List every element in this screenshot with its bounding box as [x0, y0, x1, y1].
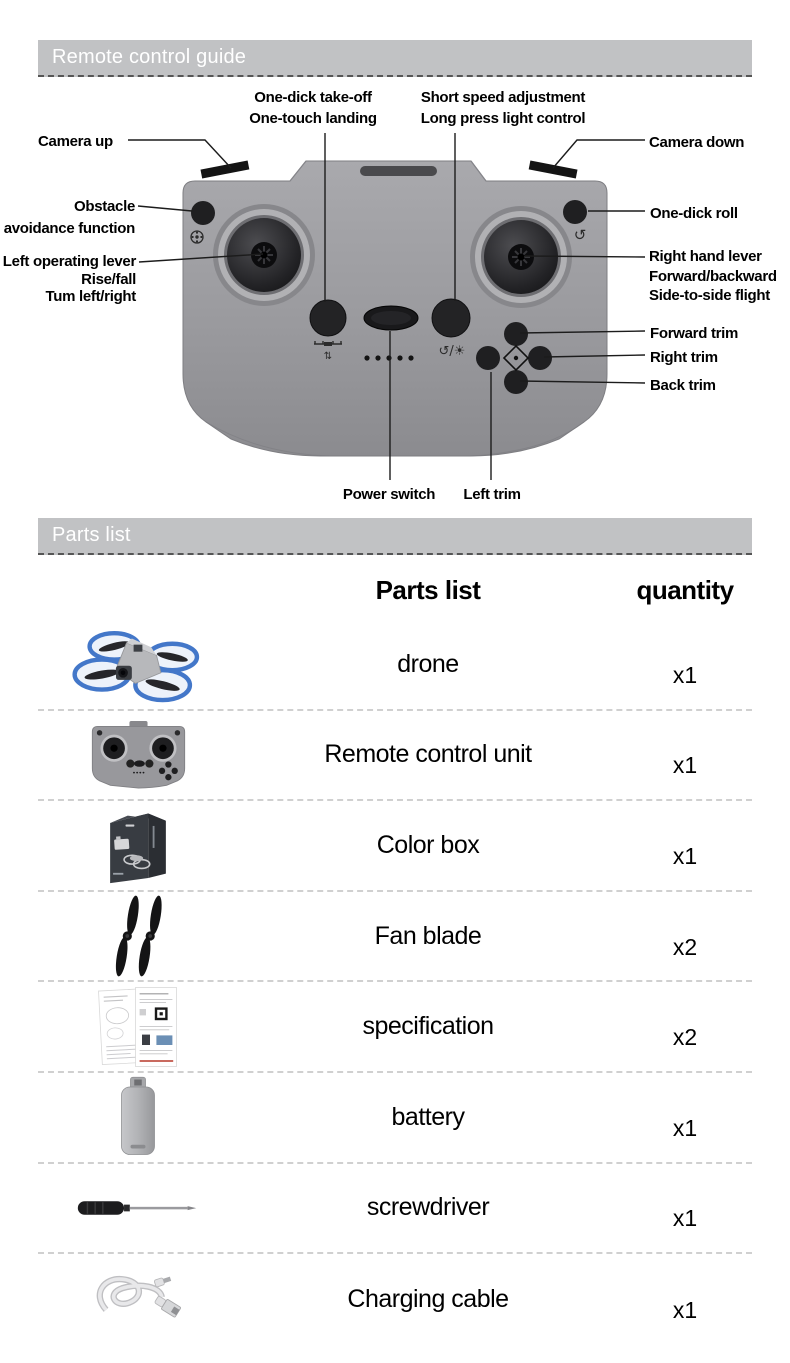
right-trim-button — [528, 346, 552, 370]
obstacle-avoidance-button — [191, 201, 215, 225]
table-row-screwdriver: screwdriver x1 — [38, 1164, 752, 1255]
label-one-click-roll: One-dick roll — [650, 205, 738, 222]
roll-icon: ↺ — [574, 226, 587, 244]
camera-up-lever — [200, 160, 250, 179]
forward-trim-button — [504, 322, 528, 346]
guide-section-bar: Remote control guide — [38, 40, 752, 77]
part-qty: x2 — [672, 1024, 698, 1051]
takeoff-landing-button — [309, 299, 347, 337]
remote-thumbnail — [91, 720, 185, 789]
guide-section-title: Remote control guide — [52, 46, 247, 68]
part-qty: x1 — [672, 842, 698, 869]
table-row-charging-cable: Charging cable x1 — [38, 1254, 752, 1345]
header-parts-list: Parts list — [375, 574, 481, 605]
speed-light-button — [431, 298, 471, 338]
color-box-thumbnail — [110, 813, 166, 884]
rotate-light-icon: ↺/☀ — [439, 344, 466, 359]
battery-indicator-dots — [364, 355, 414, 361]
parts-table-header: Parts list quantity — [38, 560, 752, 620]
battery-thumbnail — [121, 1077, 155, 1156]
drone-thumbnail — [72, 631, 200, 703]
part-name: specification — [362, 1012, 494, 1041]
table-row-fan-blade: Fan blade x2 — [38, 892, 752, 983]
camera-down-lever — [528, 160, 578, 179]
table-row-battery: battery x1 — [38, 1073, 752, 1164]
part-name: screwdriver — [366, 1193, 490, 1222]
label-right-lever: Right hand lever Forward/backward Side-t… — [649, 248, 777, 304]
table-row-specification: specification x2 — [38, 982, 752, 1073]
part-qty: x1 — [672, 1296, 698, 1323]
back-trim-button — [504, 370, 528, 394]
parts-section-title: Parts list — [52, 524, 131, 546]
right-joystick — [470, 206, 572, 308]
parts-table: Parts list quantity — [38, 560, 752, 1345]
table-row-color-box: Color box x1 — [38, 801, 752, 892]
remote-control-diagram: ↺ ⇅ ↺/☀ — [0, 76, 790, 518]
table-row-drone: drone x1 — [38, 620, 752, 711]
screwdriver-thumbnail — [77, 1201, 197, 1215]
part-name: Fan blade — [374, 921, 482, 950]
label-left-lever: Left operating lever Rise/fall Tum left/… — [2, 253, 137, 305]
part-qty: x1 — [672, 1114, 698, 1141]
controller-illustration: ↺ ⇅ ↺/☀ — [128, 133, 646, 480]
dpad-diamond-icon — [502, 344, 530, 372]
label-power-switch: Power switch — [342, 486, 436, 503]
fan-blade-thumbnail — [115, 895, 162, 977]
trim-dpad — [476, 322, 552, 394]
left-trim-button — [476, 346, 500, 370]
table-row-remote: Remote control unit x1 — [38, 711, 752, 802]
power-switch-texture — [371, 311, 411, 325]
part-name: battery — [391, 1102, 465, 1131]
label-back-trim: Back trim — [650, 377, 716, 394]
part-name: Color box — [376, 830, 480, 859]
label-right-trim: Right trim — [650, 349, 718, 366]
part-name: Remote control unit — [324, 740, 532, 769]
usb-a-connector — [154, 1296, 181, 1318]
charging-cable-thumbnail — [96, 1276, 181, 1318]
parts-section-bar: Parts list — [38, 518, 752, 555]
label-left-trim: Left trim — [463, 486, 521, 503]
qr-code — [139, 1007, 168, 1020]
specification-thumbnail — [98, 986, 177, 1067]
part-name: Charging cable — [347, 1284, 509, 1313]
callout-lines — [128, 133, 646, 480]
part-qty: x1 — [672, 661, 698, 688]
label-forward-trim: Forward trim — [650, 325, 739, 342]
left-joystick — [213, 204, 315, 306]
part-qty: x2 — [672, 933, 698, 960]
part-qty: x1 — [672, 752, 698, 779]
label-camera-down: Camera down — [649, 134, 745, 151]
label-camera-up: Camera up — [38, 133, 113, 150]
part-qty: x1 — [672, 1205, 698, 1232]
part-name: drone — [397, 649, 459, 678]
one-click-roll-button — [563, 200, 587, 224]
usb-micro-connector — [153, 1277, 172, 1288]
header-quantity: quantity — [636, 574, 734, 605]
svg-text:⇅: ⇅ — [324, 351, 332, 362]
drone-takeoff-icon: ⇅ — [314, 341, 342, 362]
obstacle-avoidance-icon — [190, 230, 204, 244]
carry-slot — [360, 166, 437, 176]
